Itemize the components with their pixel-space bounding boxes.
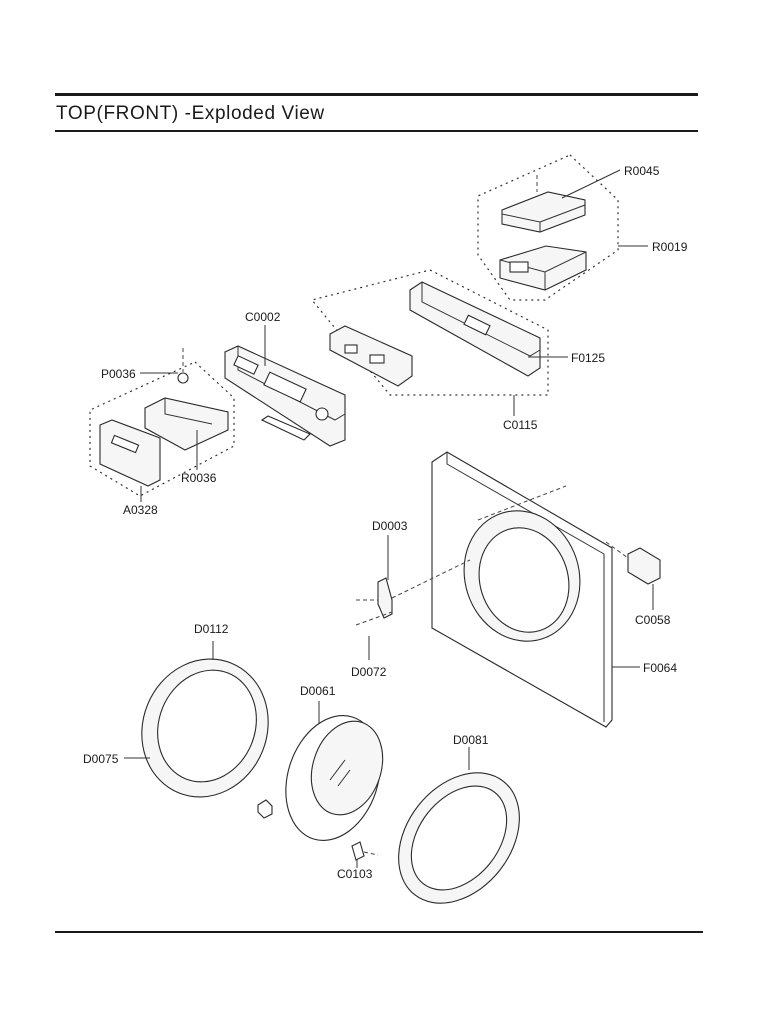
callout-c0002: C0002 (245, 310, 281, 324)
callout-d0072: D0072 (351, 665, 387, 679)
callout-f0125: F0125 (571, 351, 605, 365)
drawer-group (89, 348, 235, 502)
callout-r0045: R0045 (624, 164, 660, 178)
c0103-latch-part (351, 841, 365, 861)
callout-d0003: D0003 (372, 519, 408, 533)
page-title: TOP(FRONT) -Exploded View (56, 103, 325, 124)
callout-r0019: R0019 (652, 240, 688, 254)
callout-c0103: C0103 (337, 867, 373, 881)
top-rule-thick (55, 93, 698, 96)
rear-box-group (477, 154, 648, 301)
callout-r0036: R0036 (181, 471, 217, 485)
top-rule-thin (55, 130, 698, 132)
rear-box-boundary (477, 154, 619, 301)
door-glass-group (257, 701, 384, 841)
door-inner-ring-group (351, 747, 520, 904)
rear-tray-part (499, 245, 587, 291)
callout-c0115: C0115 (503, 418, 538, 432)
callout-d0075: D0075 (83, 752, 119, 766)
callout-d0081: D0081 (453, 733, 489, 747)
facia-group (224, 325, 346, 447)
callout-c0058: C0058 (635, 613, 671, 627)
c0058-switch-part (627, 547, 661, 585)
door-outer-ring-group (124, 641, 269, 798)
callout-d0112: D0112 (194, 622, 229, 636)
display-window-part (260, 415, 311, 441)
d0003-hinge-part (377, 577, 393, 619)
control-panel-boundary (310, 269, 549, 396)
control-panel-group (310, 269, 568, 416)
front-panel-group (355, 451, 661, 728)
small-clip-part (257, 799, 273, 819)
callout-a0328: A0328 (123, 503, 158, 517)
callout-d0061: D0061 (300, 684, 336, 698)
leader-r0045 (561, 169, 621, 199)
bottom-rule (55, 931, 703, 933)
callout-p0036: P0036 (101, 367, 136, 381)
rear-cover-part (501, 191, 586, 233)
p0036-knob-part (177, 372, 189, 384)
callout-f0064: F0064 (643, 661, 677, 675)
